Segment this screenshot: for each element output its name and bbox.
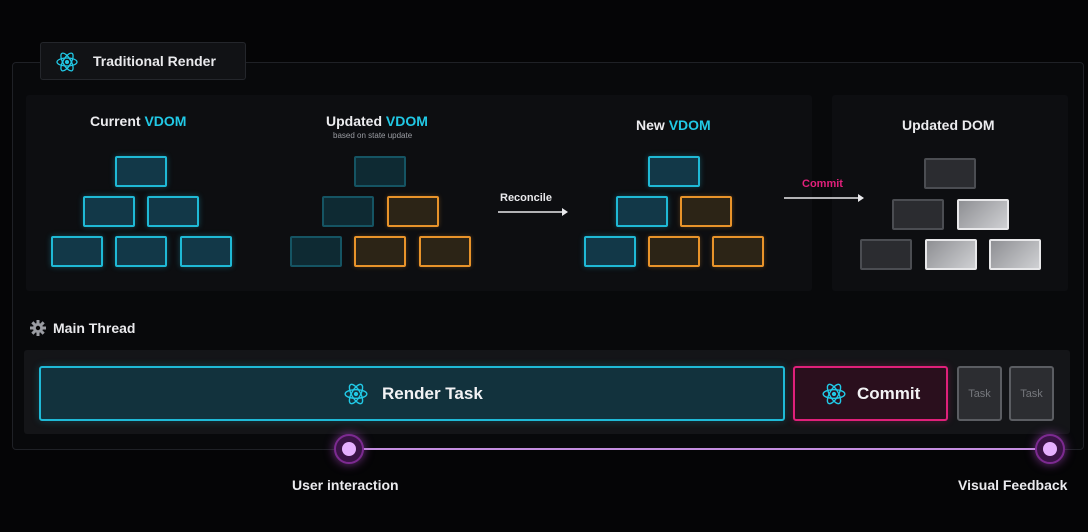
updated-node-l3 [290,236,342,267]
dom-node-l1 [892,199,944,230]
new-node-l1 [616,196,668,227]
commit-task-label: Commit [857,384,921,403]
reconcile-label: Reconcile [500,192,552,204]
current-node-root [115,156,167,187]
page-title: Traditional Render [93,53,216,69]
react-icon [56,52,78,72]
dom-node-l4 [925,239,977,270]
timeline-line [350,448,1050,450]
commit-arrow-label: Commit [802,178,843,190]
updated-node-l1 [322,196,374,227]
updated-node-l5 [419,236,471,267]
render-task-label: Render Task [382,384,483,403]
dom-node-l2 [957,199,1009,230]
new-node-l2 [680,196,732,227]
updated-dom-heading: Updated DOM [902,117,995,133]
current-node-l5 [180,236,232,267]
current-node-l1 [83,196,135,227]
user-interaction-marker [334,434,364,464]
dom-node-l5 [989,239,1041,270]
title-tab: Traditional Render [40,42,246,80]
react-icon [822,383,846,405]
current-node-l3 [51,236,103,267]
current-vdom-heading: Current VDOM [90,113,187,129]
updated-vdom-heading: Updated VDOM [326,113,428,129]
visual-feedback-marker [1035,434,1065,464]
commit-arrow [784,194,864,202]
updated-node-l4 [354,236,406,267]
task-block-2: Task [1009,366,1054,421]
updated-node-root [354,156,406,187]
task-block-1: Task [957,366,1002,421]
current-node-l4 [115,236,167,267]
new-node-l4 [648,236,700,267]
reconcile-arrow [498,208,568,216]
gear-icon [30,320,46,336]
updated-vdom-subtitle: based on state update [333,131,413,140]
dom-node-root [924,158,976,189]
visual-feedback-label: Visual Feedback [958,477,1068,493]
dom-node-l3 [860,239,912,270]
user-interaction-label: User interaction [292,477,399,493]
new-node-root [648,156,700,187]
new-node-l5 [712,236,764,267]
render-task-block: Render Task [39,366,785,421]
main-thread-label: Main Thread [53,320,136,336]
commit-task-block: Commit [793,366,948,421]
updated-node-l2 [387,196,439,227]
current-node-l2 [147,196,199,227]
new-node-l3 [584,236,636,267]
new-vdom-heading: New VDOM [636,117,711,133]
react-icon [344,383,368,405]
